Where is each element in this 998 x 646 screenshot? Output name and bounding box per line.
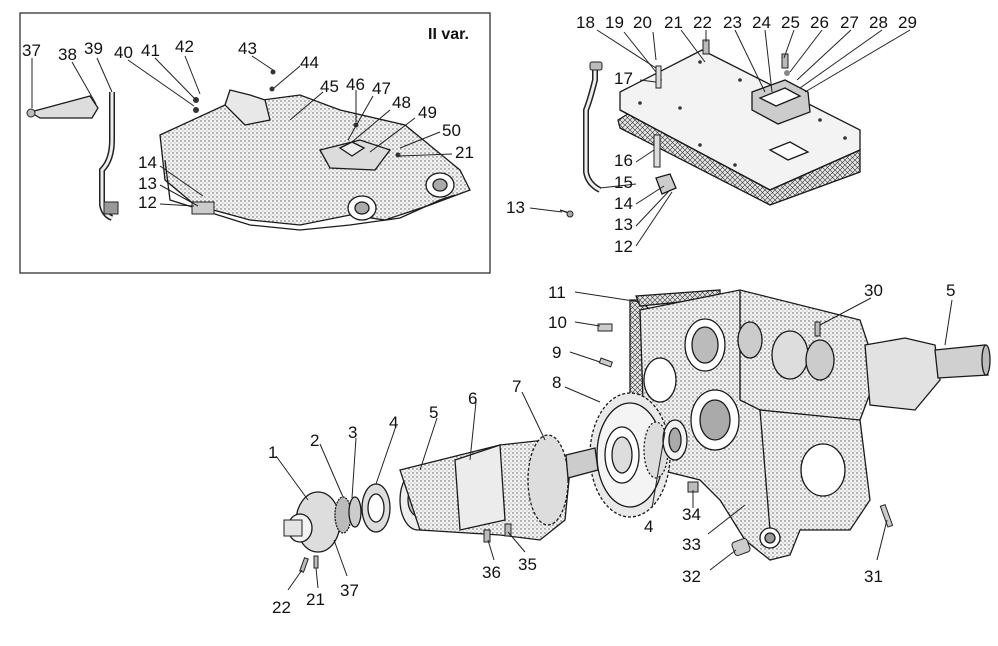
top-cover-callout-numbers: 18 19 20 21 22 23 24 25 26 27 28 29 17 1… [506, 13, 917, 256]
callout-32: 32 [682, 567, 701, 586]
callout-21-main: 21 [306, 590, 325, 609]
callout-49: 49 [418, 103, 437, 122]
shaft-assembly-drawing [283, 434, 599, 573]
callout-6: 6 [468, 389, 477, 408]
callout-35: 35 [518, 555, 537, 574]
inset-callout-numbers: 37 38 39 40 41 42 43 44 45 46 47 48 49 5… [22, 37, 474, 212]
inset-lever-drawing [26, 95, 99, 119]
callout-36: 36 [482, 563, 501, 582]
callout-21-inset: 21 [455, 143, 474, 162]
callout-2: 2 [310, 431, 319, 450]
callout-22-top: 22 [693, 13, 712, 32]
inset-bracket-housing-drawing [159, 69, 471, 231]
callout-14-inset: 14 [138, 153, 157, 172]
callout-18: 18 [576, 13, 595, 32]
top-cover-leader-lines [529, 29, 911, 247]
callout-7: 7 [512, 377, 521, 396]
callout-9: 9 [552, 343, 561, 362]
gearbox-housing-drawing [597, 289, 991, 561]
callout-37-main: 37 [340, 581, 359, 600]
callout-43: 43 [238, 39, 257, 58]
callout-22-main: 22 [272, 598, 291, 617]
variant-label: II var. [428, 26, 469, 43]
callout-3: 3 [348, 423, 357, 442]
callout-11: 11 [548, 283, 566, 302]
callout-25: 25 [781, 13, 800, 32]
callout-27: 27 [840, 13, 859, 32]
top-cover-assembly [559, 39, 861, 218]
callout-12-inset: 12 [138, 193, 157, 212]
inset-leader-lines [31, 55, 453, 207]
callout-33: 33 [682, 535, 701, 554]
callout-41: 41 [141, 41, 160, 60]
callout-28: 28 [869, 13, 888, 32]
callout-37: 37 [22, 41, 41, 60]
callout-44: 44 [300, 53, 319, 72]
callout-12-top: 12 [614, 237, 633, 256]
callout-42: 42 [175, 37, 194, 56]
callout-40: 40 [114, 43, 133, 62]
callout-5-left: 5 [429, 403, 438, 422]
callout-8: 8 [552, 373, 561, 392]
callout-17: 17 [614, 69, 633, 88]
callout-5-right: 5 [946, 281, 955, 300]
callout-29: 29 [898, 13, 917, 32]
callout-16: 16 [614, 151, 633, 170]
ring-gear-drawing [589, 392, 688, 518]
inset-dipstick-tube-drawing [99, 92, 119, 221]
callout-1: 1 [268, 443, 277, 462]
callout-4-left: 4 [389, 413, 398, 432]
callout-21-top: 21 [664, 13, 683, 32]
callout-19: 19 [605, 13, 624, 32]
callout-15: 15 [614, 173, 633, 192]
callout-34: 34 [682, 505, 701, 524]
callout-10: 10 [548, 313, 567, 332]
callout-47: 47 [372, 79, 391, 98]
callout-13-left: 13 [506, 198, 525, 217]
callout-46: 46 [346, 75, 365, 94]
callout-50: 50 [442, 121, 461, 140]
inset-variant-panel: II var. [19, 12, 491, 274]
callout-14-top: 14 [614, 194, 633, 213]
callout-30: 30 [864, 281, 883, 300]
callout-4-right: 4 [644, 517, 653, 536]
main-callout-numbers: 11 10 9 8 7 6 5 4 3 2 1 30 5 4 34 33 32 … [268, 281, 955, 617]
callout-39: 39 [84, 39, 103, 58]
callout-45: 45 [320, 77, 339, 96]
callout-31: 31 [864, 567, 883, 586]
callout-26: 26 [810, 13, 829, 32]
callout-23: 23 [723, 13, 742, 32]
callout-20: 20 [633, 13, 652, 32]
callout-13-inset: 13 [138, 174, 157, 193]
callout-13-top: 13 [614, 215, 633, 234]
callout-38: 38 [58, 45, 77, 64]
callout-48: 48 [392, 93, 411, 112]
main-leader-lines [275, 291, 953, 591]
callout-24: 24 [752, 13, 771, 32]
